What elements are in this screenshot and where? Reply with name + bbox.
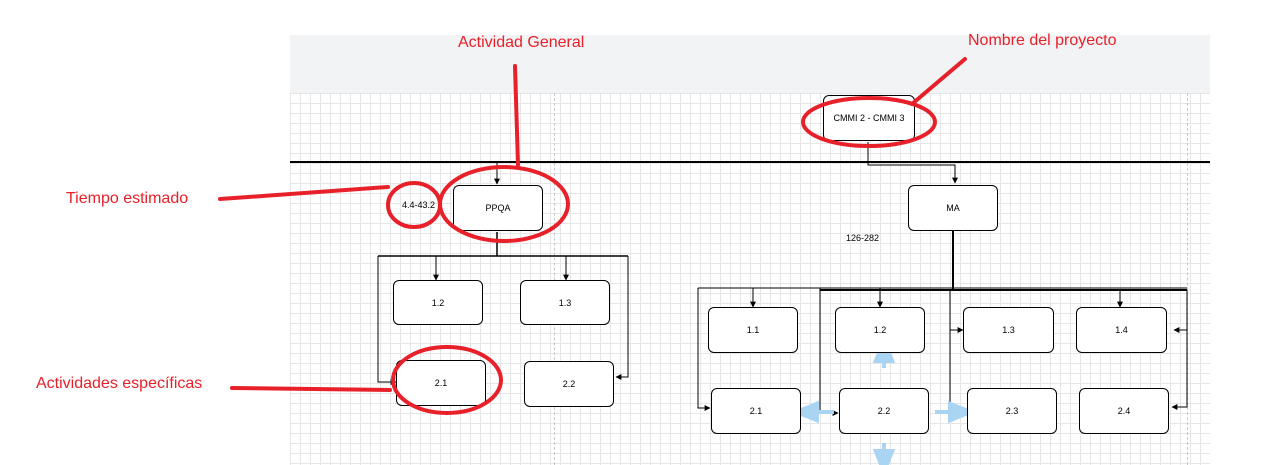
connector xyxy=(1171,290,1188,410)
connector xyxy=(615,256,629,380)
project-node-label: CMMI 2 - CMMI 3 xyxy=(833,113,905,123)
task-node-label: 1.4 xyxy=(1115,325,1128,335)
diagram-canvas[interactable]: CMMI 2 - CMMI 3 4.4-43.2 PPQA 1.2 1.3 2.… xyxy=(290,35,1210,465)
annotation-general-activity: Actividad General xyxy=(458,34,585,51)
task-node-label: 1.3 xyxy=(558,297,572,308)
task-node-label: 2.4 xyxy=(1117,406,1131,416)
task-node-2-4[interactable]: 2.4 xyxy=(1079,388,1169,434)
task-node-label: 1.2 xyxy=(873,325,887,335)
annotation-pointer xyxy=(910,57,967,106)
task-node-2-1[interactable]: 2.1 xyxy=(711,388,801,434)
task-node-1-1[interactable]: 1.1 xyxy=(708,307,798,353)
annotation-pointer xyxy=(218,185,390,201)
task-node-label: 1.1 xyxy=(746,325,760,335)
activity-node-label: PPQA xyxy=(485,203,511,213)
annotation-project-name: Nombre del proyecto xyxy=(968,32,1117,49)
annotation-pointer xyxy=(513,64,520,167)
task-node-label: 2.2 xyxy=(562,379,576,389)
task-node-1-2[interactable]: 1.2 xyxy=(393,280,483,325)
task-node-label: 1.2 xyxy=(431,297,445,308)
activity-node-ppqa[interactable]: PPQA xyxy=(453,185,543,231)
task-node-label: 2.2 xyxy=(877,406,891,416)
annotation-estimated-time: Tiempo estimado xyxy=(66,190,189,207)
activity-node-ma[interactable]: MA xyxy=(908,185,998,231)
task-node-1-2[interactable]: 1.2 xyxy=(835,307,925,353)
annotation-circle xyxy=(438,165,570,243)
annotation-pointer xyxy=(230,386,392,392)
connector xyxy=(377,256,397,385)
task-node-1-3[interactable]: 1.3 xyxy=(520,280,610,325)
task-node-label: 1.3 xyxy=(1002,325,1015,335)
connector-layer xyxy=(290,142,1210,465)
task-node-1-4[interactable]: 1.4 xyxy=(1076,307,1167,353)
time-estimate-label: 4.4-43.2 xyxy=(402,200,436,210)
page-break-line xyxy=(554,93,555,465)
task-node-label: 2.1 xyxy=(434,378,448,388)
page-break-line xyxy=(1187,93,1188,465)
connector xyxy=(867,142,958,184)
task-node-2-2[interactable]: 2.2 xyxy=(839,388,929,434)
annotation-circle xyxy=(801,96,937,148)
task-node-2-2[interactable]: 2.2 xyxy=(524,361,614,407)
canvas-toolbar-area xyxy=(290,35,1210,93)
task-node-2-3[interactable]: 2.3 xyxy=(967,388,1057,434)
annotation-circle xyxy=(391,345,503,415)
task-node-1-3[interactable]: 1.3 xyxy=(963,307,1054,353)
task-node-2-1[interactable]: 2.1 xyxy=(396,360,486,406)
annotation-circle xyxy=(386,181,442,229)
time-estimate-label: 126-282 xyxy=(846,233,880,243)
task-node-label: 2.1 xyxy=(749,406,763,416)
task-node-label: 2.3 xyxy=(1005,406,1019,416)
activity-node-label: MA xyxy=(946,203,960,213)
annotation-specific-activities: Actividades específicas xyxy=(36,375,203,392)
connector xyxy=(697,288,711,411)
